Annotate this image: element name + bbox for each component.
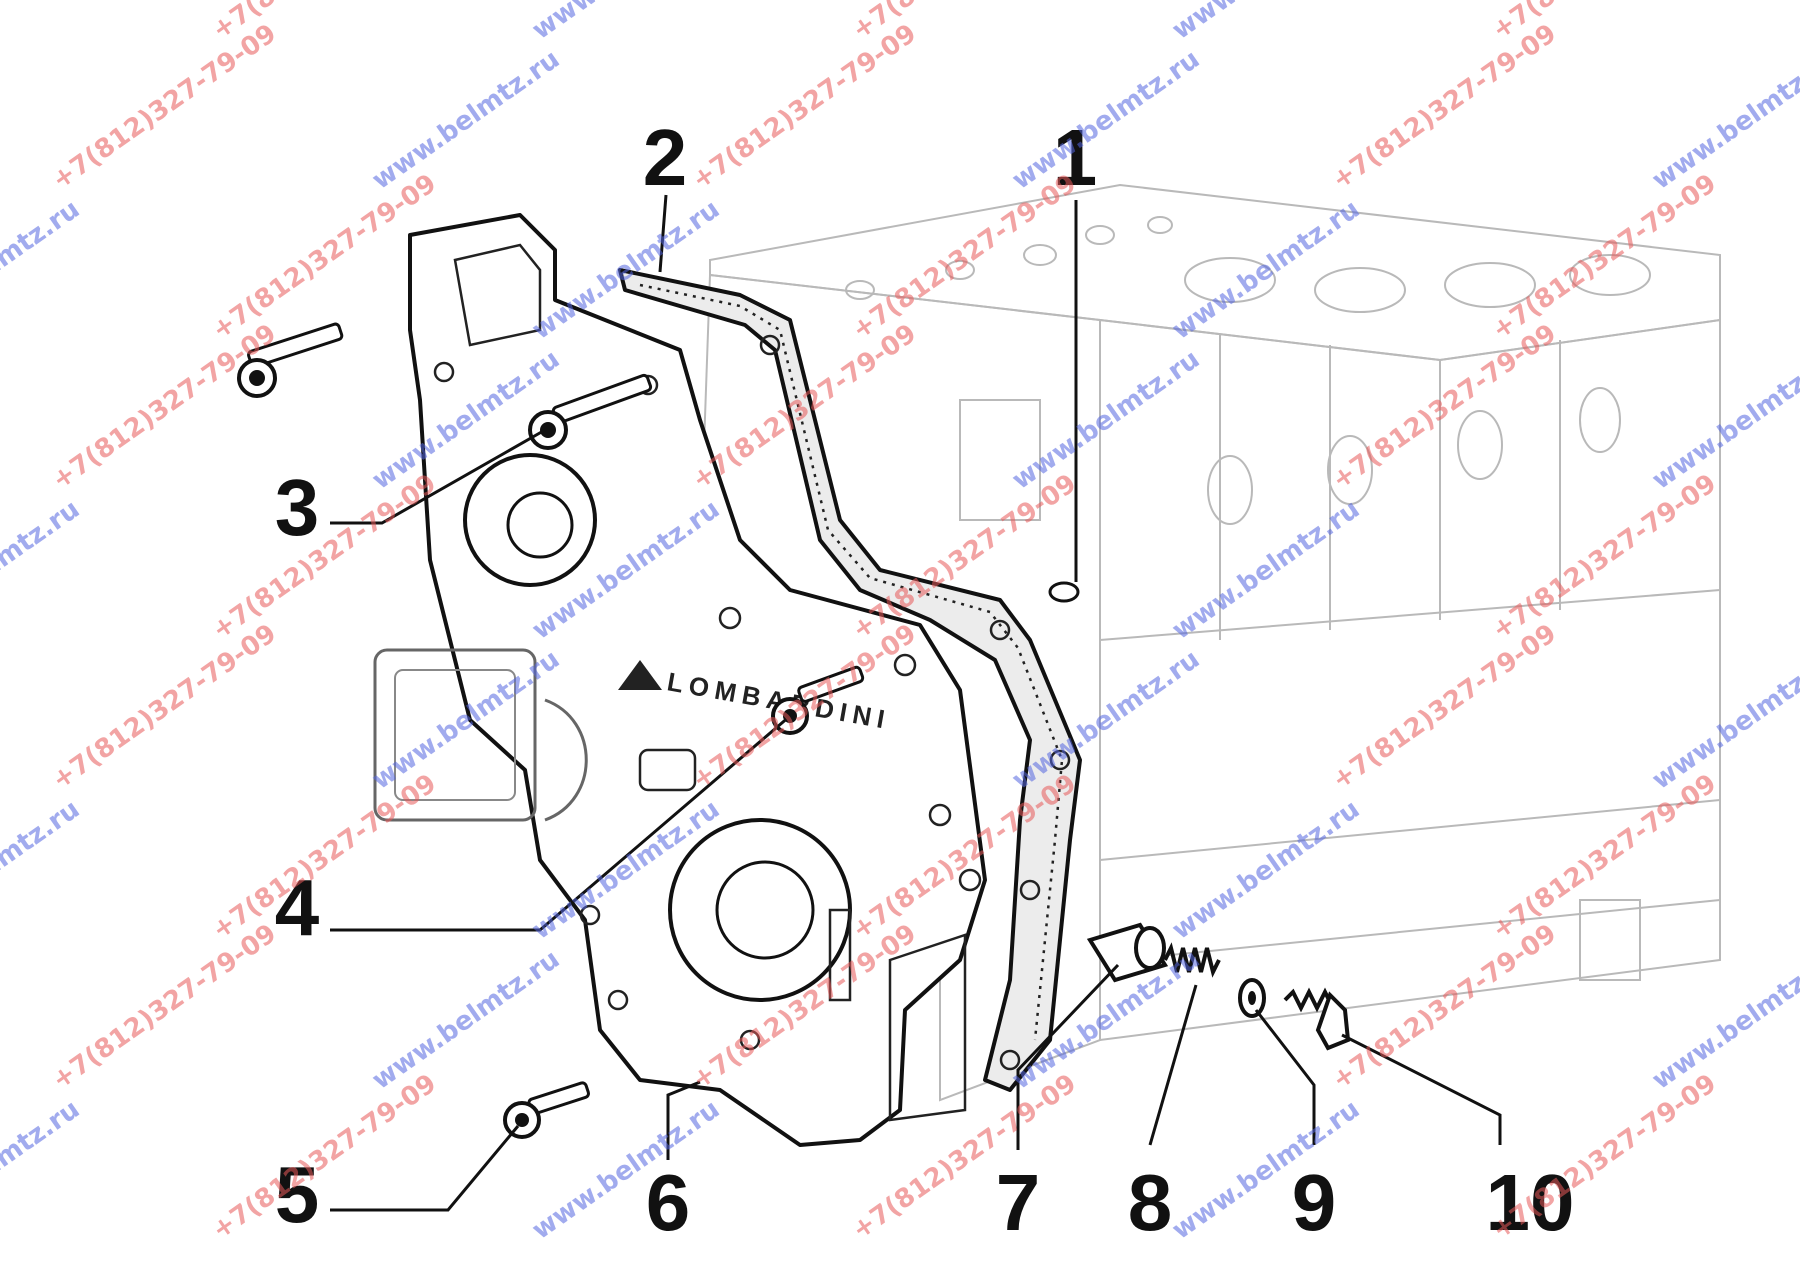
callout-7: 7 — [996, 1158, 1041, 1247]
watermark-site: www.belmtz.ru — [1167, 494, 1365, 646]
watermark-site: www.belmtz.ru — [0, 494, 85, 646]
bolt-3 — [528, 373, 653, 450]
plug-screw — [1283, 987, 1351, 1051]
relief-plunger — [1086, 922, 1169, 983]
watermark-phone: +7(812)327-79-09 — [1487, 469, 1722, 646]
watermark-phone: +7(812)327-79-09 — [47, 319, 282, 496]
bolt-5 — [503, 1081, 590, 1139]
gasket — [618, 268, 1082, 1092]
watermark-phone: +7(812)327-79-09 — [207, 1069, 442, 1246]
bolt-4 — [771, 665, 865, 735]
engine-block-outline — [698, 183, 1721, 1102]
callout-1: 1 — [1053, 113, 1098, 202]
callout-9: 9 — [1292, 1158, 1337, 1247]
watermark-site: www.belmtz.ru — [1167, 194, 1365, 346]
watermark-phone: +7(812)327-79-09 — [1487, 169, 1722, 346]
watermark-site: www.belmtz.ru — [1007, 344, 1205, 496]
watermark-site: www.belmtz.ru — [1647, 44, 1800, 196]
watermark-phone: +7(812)327-79-09 — [1327, 19, 1562, 196]
watermark-phone: +7(812)327-79-09 — [1487, 769, 1722, 946]
watermark-site: www.belmtz.ru — [1167, 0, 1365, 46]
watermark-phone: +7(812)327-79-09 — [207, 169, 442, 346]
watermark-site: www.belmtz.ru — [367, 44, 565, 196]
watermark-phone: +7(812)327-79-09 — [47, 19, 282, 196]
pump-outline — [373, 648, 588, 822]
watermark-site: www.belmtz.ru — [1647, 644, 1800, 796]
watermark-site: www.belmtz.ru — [0, 0, 85, 46]
watermark-site: www.belmtz.ru — [0, 1094, 85, 1246]
bolt-top-left — [237, 322, 344, 398]
watermark-phone: +7(812)327-79-09 — [847, 169, 1082, 346]
washer — [1238, 978, 1266, 1018]
watermark-site: www.belmtz.ru — [1647, 344, 1800, 496]
callout-3: 3 — [275, 463, 320, 552]
watermark-site: www.belmtz.ru — [367, 944, 565, 1096]
callout-8: 8 — [1128, 1158, 1173, 1247]
watermark-phone: +7(812)327-79-09 — [207, 769, 442, 946]
watermark-site: www.belmtz.ru — [0, 794, 85, 946]
watermark-phone: +7(812)327-79-09 — [1327, 319, 1562, 496]
dowel-pin — [1048, 581, 1080, 603]
watermark-site: www.belmtz.ru — [0, 194, 85, 346]
callout-2: 2 — [643, 113, 688, 202]
watermark-phone: +7(812)327-79-09 — [47, 619, 282, 796]
callout-4: 4 — [275, 863, 320, 952]
leader-lines — [330, 194, 1502, 1212]
callout-5: 5 — [275, 1150, 320, 1239]
watermark-phone: +7(812)327-79-09 — [207, 469, 442, 646]
callout-10: 10 — [1486, 1158, 1575, 1247]
callout-labels: 1 2 3 4 5 6 7 8 9 10 — [275, 113, 1575, 1247]
watermark-site: www.belmtz.ru — [527, 1094, 725, 1246]
watermark-site: www.belmtz.ru — [1167, 794, 1365, 946]
callout-6: 6 — [646, 1158, 691, 1247]
spring — [1163, 942, 1221, 978]
watermark-phone: +7(812)327-79-09 — [1327, 619, 1562, 796]
watermark-site: www.belmtz.ru — [1007, 44, 1205, 196]
watermark-phone: +7(812)327-79-09 — [687, 19, 922, 196]
watermark-phone: +7(812)327-79-09 — [47, 919, 282, 1096]
watermark-site: www.belmtz.ru — [527, 0, 725, 46]
